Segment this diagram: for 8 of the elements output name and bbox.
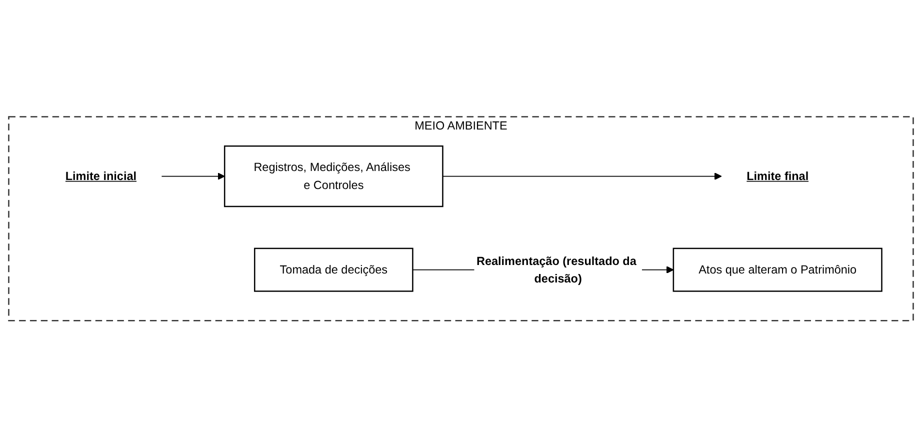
arrow xyxy=(442,172,722,180)
node-text: Limite inicial xyxy=(65,169,137,182)
node-box: Tomada de decições xyxy=(254,248,414,292)
node-box: Registros, Medições, Análises e Controles xyxy=(224,145,444,207)
node-box: Atos que alteram o Patrimônio xyxy=(672,248,882,292)
node-text: Limite final xyxy=(746,169,809,182)
edge-label: Realimentação (resultado da decisão) xyxy=(476,254,636,285)
arrow xyxy=(161,172,225,180)
